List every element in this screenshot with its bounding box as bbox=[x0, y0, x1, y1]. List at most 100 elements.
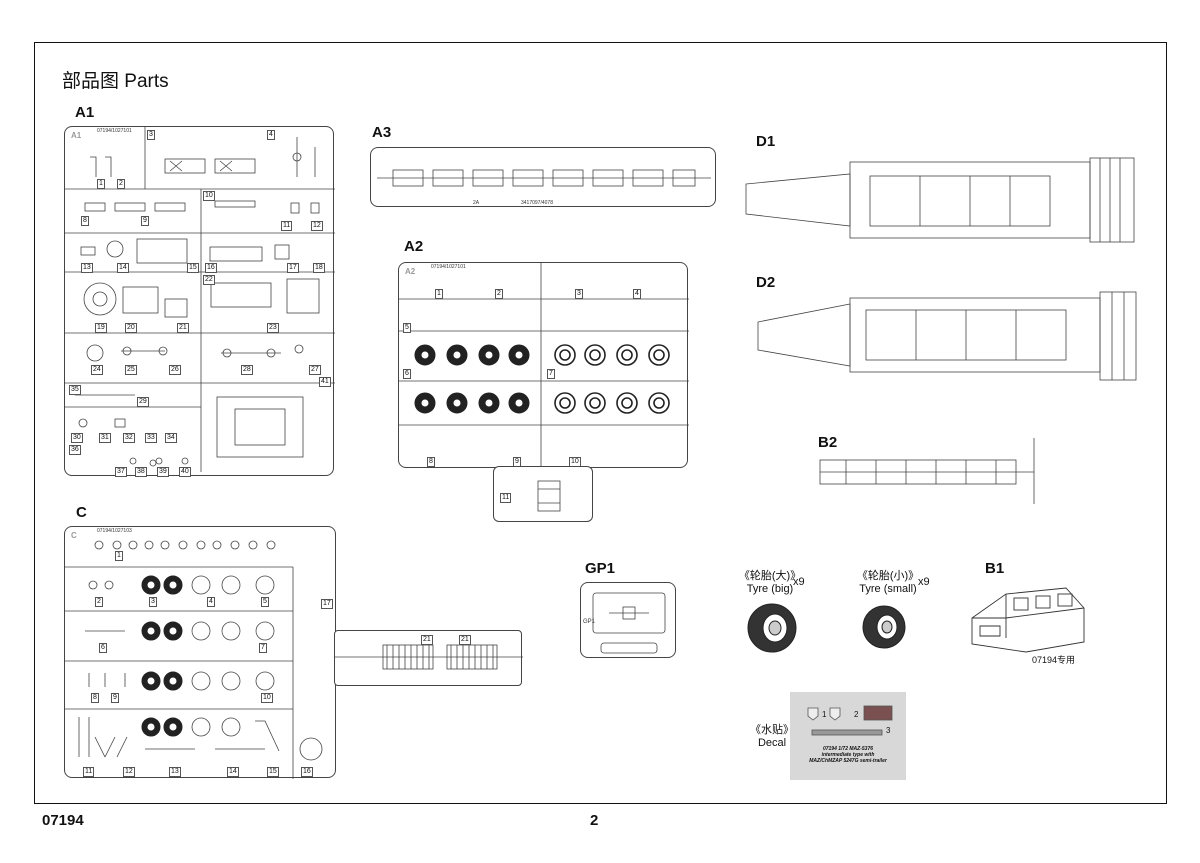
sprue-gp1-label: GP1 bbox=[585, 560, 616, 577]
sprue-c-part-9: 9 bbox=[111, 693, 119, 703]
decal-text-line3: MAZ/ChMZAP 5247G semi-trailer bbox=[809, 758, 887, 764]
sprue-gp1: GP1 bbox=[580, 582, 676, 658]
sprue-c-part-11: 11 bbox=[83, 767, 95, 777]
tyre-small-drawing bbox=[862, 605, 906, 649]
sprue-c-part-10: 10 bbox=[261, 693, 273, 703]
sprue-a3-label: A3 bbox=[372, 124, 392, 141]
sprue-a1-part-28: 28 bbox=[241, 365, 253, 375]
sprue-a3-drawing bbox=[377, 169, 711, 187]
sprue-a1-part-3: 3 bbox=[147, 130, 155, 140]
sprue-c-part-14: 14 bbox=[227, 767, 239, 777]
sprue-a1-drawing bbox=[65, 127, 335, 472]
sprue-d1-frame-drawing bbox=[745, 157, 1135, 243]
sprue-a1-part-38: 38 bbox=[135, 467, 147, 477]
sprue-a1-part-29: 29 bbox=[137, 397, 149, 407]
sprue-a1-part-17: 17 bbox=[287, 263, 299, 273]
sprue-a1-part-12: 12 bbox=[311, 221, 323, 231]
page-title: 部品图 Parts bbox=[62, 71, 169, 92]
sprue-a2-part-2: 2 bbox=[495, 289, 503, 299]
sprue-c: C 07194/1027103 bbox=[64, 526, 336, 779]
sprue-c-part-21: 21 bbox=[421, 635, 433, 645]
sprue-a1-part-11: 11 bbox=[281, 221, 293, 231]
decal-en: Decal bbox=[757, 737, 787, 749]
sprue-a1-label: A1 bbox=[75, 104, 95, 121]
sprue-c-part-4: 4 bbox=[207, 597, 215, 607]
sprue-a1-part-8: 8 bbox=[81, 216, 89, 226]
sprue-a2-part-8: 8 bbox=[427, 457, 435, 467]
decal-item-2: 2 bbox=[854, 710, 859, 719]
sprue-c-extension: 21 21 bbox=[334, 630, 523, 686]
decal-cn: 《水贴》 bbox=[750, 724, 794, 736]
tyre-small-en: Tyre (small) bbox=[859, 583, 917, 595]
sprue-c-part-13: 13 bbox=[169, 767, 181, 777]
sprue-a1-part-24: 24 bbox=[91, 365, 103, 375]
sprue-a1-code: 07194/1027101 bbox=[97, 128, 132, 134]
sprue-a2-label: A2 bbox=[404, 238, 424, 255]
sprue-c-part-2: 2 bbox=[95, 597, 103, 607]
sprue-a1-part-21: 21 bbox=[177, 323, 189, 333]
sprue-a1-part-15: 15 bbox=[187, 263, 199, 273]
sprue-a1-part-26: 26 bbox=[169, 365, 181, 375]
sprue-c-part-21b: 21 bbox=[459, 635, 471, 645]
sprue-b1-cab-drawing bbox=[971, 587, 1085, 653]
sprue-a2-marker: A2 bbox=[405, 267, 416, 276]
sprue-d2-label: D2 bbox=[756, 274, 776, 291]
sprue-a2-part-6: 6 bbox=[403, 369, 411, 379]
sprue-a1-part-18: 18 bbox=[313, 263, 325, 273]
sprue-c-drawing bbox=[65, 540, 323, 779]
sprue-c-part-5: 5 bbox=[261, 597, 269, 607]
decal-sheet: 1 2 3 07194 1/72 MAZ-5376 intermediate t… bbox=[790, 692, 906, 780]
sprue-a1-part-35: 35 bbox=[69, 385, 81, 395]
tyre-big-en: Tyre (big) bbox=[746, 583, 794, 595]
sprue-a1-part-22: 22 bbox=[203, 275, 215, 285]
sprue-a2-code: 07194/1027101 bbox=[431, 264, 466, 270]
sprue-c-part-7: 7 bbox=[259, 643, 267, 653]
sprue-a1-part-31: 31 bbox=[99, 433, 111, 443]
decal-sheet-drawing bbox=[807, 705, 893, 736]
sprue-a2-part-5: 5 bbox=[403, 323, 411, 333]
sprue-a1-part-10: 10 bbox=[203, 191, 215, 201]
decal-item-1: 1 bbox=[822, 710, 827, 719]
sprue-a2-part-3: 3 bbox=[575, 289, 583, 299]
sprue-a1-part-23: 23 bbox=[267, 323, 279, 333]
footer-product-code: 07194 bbox=[42, 812, 84, 829]
decal-text-line1: 07194 1/72 MAZ-5376 bbox=[822, 746, 874, 752]
sprue-a1-part-41: 41 bbox=[319, 377, 331, 387]
decal-caption: 《水贴》 Decal bbox=[744, 724, 800, 750]
sprue-a1-part-20: 20 bbox=[125, 323, 137, 333]
sprue-c-part-8: 8 bbox=[91, 693, 99, 703]
sprue-c-code: 07194/1027103 bbox=[97, 528, 132, 534]
decal-item-3: 3 bbox=[886, 726, 891, 735]
sprue-a2-extension: 11 bbox=[493, 466, 593, 522]
sprue-a2-part-1: 1 bbox=[435, 289, 443, 299]
sprue-c-part-15: 15 bbox=[267, 767, 279, 777]
decal-text: 07194 1/72 MAZ-5376 intermediate type wi… bbox=[790, 746, 906, 764]
sprue-a1-part-40: 40 bbox=[179, 467, 191, 477]
sprue-a1-part-14: 14 bbox=[117, 263, 129, 273]
sprue-gp1-marker: GP1 bbox=[583, 619, 596, 625]
sprue-a2-extension-drawing bbox=[537, 480, 561, 512]
sprue-a1-part-33: 33 bbox=[145, 433, 157, 443]
sprue-b2-frame-drawing bbox=[819, 438, 1035, 504]
tyre-small-caption: 《轮胎(小)》 Tyre (small) bbox=[848, 570, 928, 596]
sprue-b2-label: B2 bbox=[818, 434, 838, 451]
sprue-a1-part-25: 25 bbox=[125, 365, 137, 375]
sprue-b1-note: 07194专用 bbox=[1032, 655, 1076, 665]
sprue-b1-label: B1 bbox=[985, 560, 1005, 577]
sprue-a2-part-7: 7 bbox=[547, 369, 555, 379]
sprue-a1-part-19: 19 bbox=[95, 323, 107, 333]
sprue-a1-part-13: 13 bbox=[81, 263, 93, 273]
sprue-gp1-drawing bbox=[592, 592, 666, 654]
sprue-a2-part-11: 11 bbox=[500, 493, 512, 503]
footer-page-number: 2 bbox=[590, 812, 599, 829]
tyre-big-drawing bbox=[747, 603, 797, 653]
sprue-c-part-17: 17 bbox=[321, 599, 333, 609]
sprue-c-label: C bbox=[76, 504, 87, 521]
sprue-a1-part-9: 9 bbox=[141, 216, 149, 226]
sprue-c-marker: C bbox=[71, 531, 77, 540]
tyre-small-cn: 《轮胎(小)》 bbox=[856, 570, 920, 582]
sprue-a2: A2 07194/1027101 1 2 3 4 5 6 7 8 9 10 bbox=[398, 262, 689, 469]
sprue-a3-code: 3417097/4078 bbox=[521, 200, 553, 206]
tyre-big-qty: x9 bbox=[793, 576, 805, 588]
sprue-a1-part-36: 36 bbox=[69, 445, 81, 455]
